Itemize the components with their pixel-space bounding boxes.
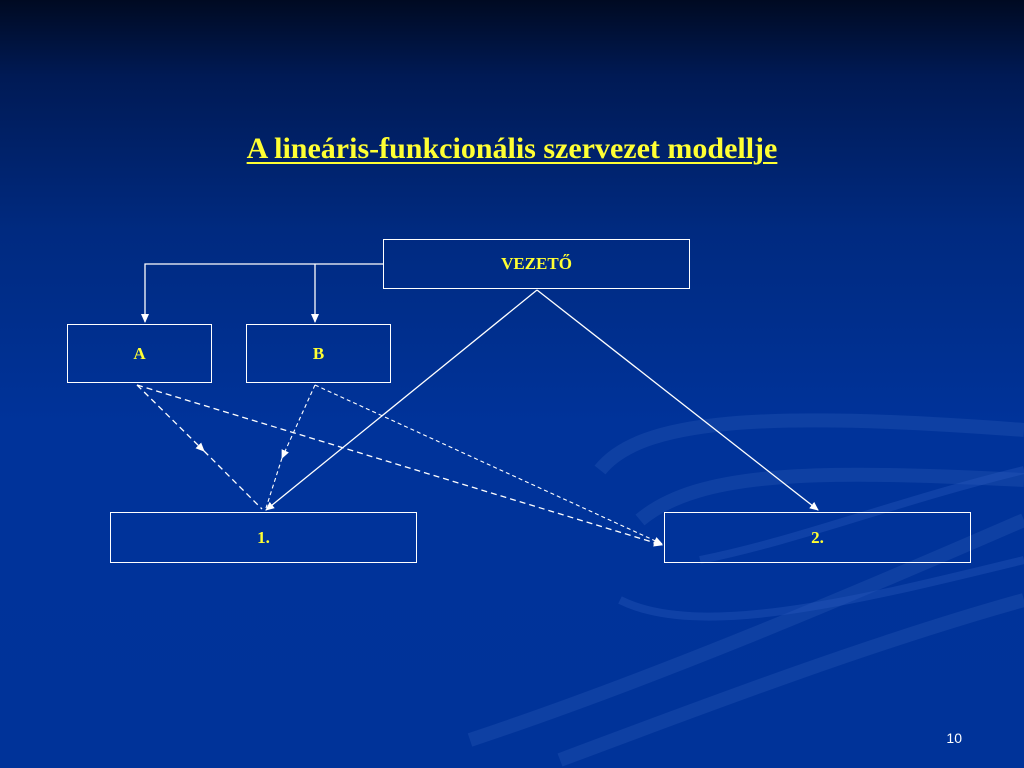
edge-vezeto-two: [536, 289, 819, 511]
edge-b-two: [314, 384, 663, 545]
edge-vezeto-one: [265, 289, 538, 511]
node-vezeto: VEZETŐ: [383, 239, 690, 289]
edge-b-one-tail: [265, 457, 283, 509]
node-label: A: [133, 343, 146, 363]
node-label: 2.: [811, 527, 824, 547]
page-number: 10: [946, 730, 962, 746]
node-one: 1.: [110, 512, 417, 563]
node-a: A: [67, 324, 212, 383]
node-b: B: [246, 324, 391, 383]
node-two: 2.: [664, 512, 971, 563]
slide-title: A lineáris-funkcionális szervezet modell…: [246, 132, 778, 165]
edge-b-one: [281, 384, 316, 459]
node-label: 1.: [257, 527, 270, 547]
edge-a-one-line: [203, 450, 263, 510]
node-label: B: [312, 343, 325, 363]
edge-a-one-arrow: [136, 384, 205, 452]
edge-vezeto-a: [141, 263, 383, 323]
edge-a-two: [136, 384, 663, 547]
node-label: VEZETŐ: [501, 254, 572, 273]
